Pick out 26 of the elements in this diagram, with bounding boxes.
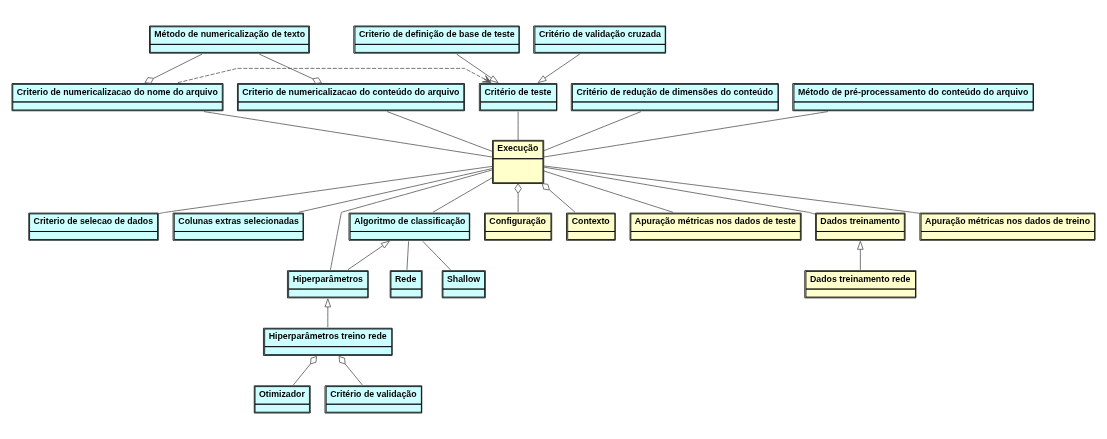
connector: [203, 111, 493, 158]
connector: [144, 53, 203, 84]
arrow: [177, 67, 492, 84]
arrow: [324, 298, 331, 328]
arrow: [347, 240, 390, 271]
connector: [432, 177, 493, 213]
connector: [258, 53, 322, 85]
connector: [386, 111, 493, 152]
connector: [543, 170, 674, 213]
connector: [293, 356, 317, 386]
connector: [543, 166, 816, 215]
connector: [543, 165, 921, 214]
connector: [543, 111, 642, 152]
connector: [543, 111, 829, 158]
connector: [514, 183, 522, 213]
connector: [298, 168, 493, 213]
connector: [406, 240, 409, 271]
connector: [422, 240, 451, 271]
connector: [338, 356, 363, 386]
connector: [157, 165, 493, 215]
connector: [517, 111, 519, 141]
arrow: [857, 240, 864, 271]
connector: [541, 183, 576, 213]
arrow: [456, 53, 499, 84]
arrow: [537, 53, 581, 84]
connector: [330, 169, 493, 271]
